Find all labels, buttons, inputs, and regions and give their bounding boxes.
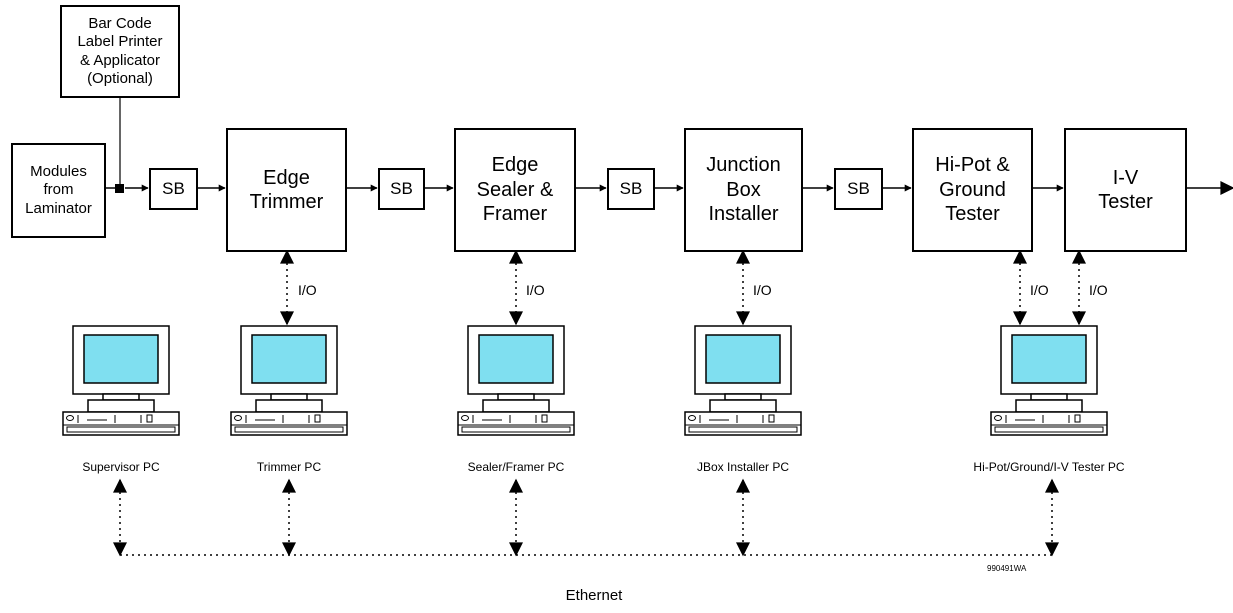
sb-box-2: SB bbox=[378, 168, 425, 210]
io-links bbox=[280, 249, 1086, 326]
junction-box-installer-box: Junction Box Installer bbox=[684, 128, 803, 252]
supervisor-pc-icon bbox=[62, 325, 180, 436]
sealer-framer-pc-label: Sealer/Framer PC bbox=[467, 460, 565, 474]
edge-sealer-framer-box: Edge Sealer & Framer bbox=[454, 128, 576, 252]
trimmer-pc-icon bbox=[230, 325, 348, 436]
io-label-hipot: I/O bbox=[1030, 282, 1049, 298]
edge-trimmer-box: Edge Trimmer bbox=[226, 128, 347, 252]
io-label-sealer: I/O bbox=[526, 282, 545, 298]
io-label-jbox: I/O bbox=[753, 282, 772, 298]
pc-computers bbox=[62, 325, 1108, 436]
tester-pc-label: Hi-Pot/Ground/I-V Tester PC bbox=[973, 460, 1125, 474]
ethernet-label: Ethernet bbox=[565, 587, 623, 604]
sb-box-1: SB bbox=[149, 168, 198, 210]
sealer-framer-pc-icon bbox=[457, 325, 575, 436]
sb-box-4: SB bbox=[834, 168, 883, 210]
ethernet-links bbox=[113, 478, 1059, 557]
jbox-installer-pc-label: JBox Installer PC bbox=[696, 460, 790, 474]
iv-tester-box: I-V Tester bbox=[1064, 128, 1187, 252]
io-label-trimmer: I/O bbox=[298, 282, 317, 298]
reference-code: 990491WA bbox=[987, 564, 1027, 573]
supervisor-pc-label: Supervisor PC bbox=[82, 460, 160, 474]
modules-from-laminator-box: Modules from Laminator bbox=[11, 143, 106, 238]
io-label-iv: I/O bbox=[1089, 282, 1108, 298]
trimmer-pc-label: Trimmer PC bbox=[256, 460, 322, 474]
bar-code-printer-box: Bar Code Label Printer & Applicator (Opt… bbox=[60, 5, 180, 98]
hi-pot-ground-tester-box: Hi-Pot & Ground Tester bbox=[912, 128, 1033, 252]
tester-pc-icon bbox=[990, 325, 1108, 436]
jbox-pc-icon bbox=[684, 325, 802, 436]
label-tag-marker bbox=[115, 184, 124, 193]
sb-box-3: SB bbox=[607, 168, 655, 210]
